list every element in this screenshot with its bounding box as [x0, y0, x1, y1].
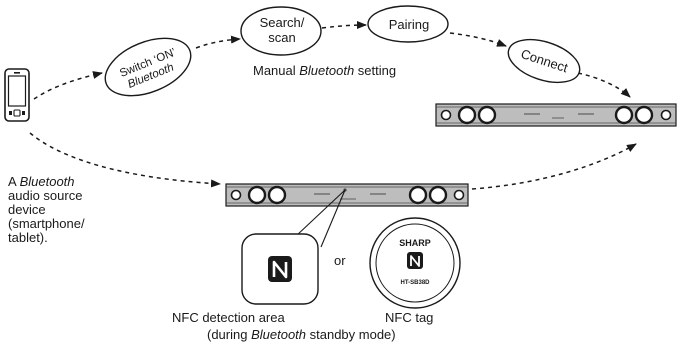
manual-setting-caption: Manual Bluetooth setting [253, 63, 397, 78]
device-desc-line5: tablet). [8, 230, 48, 245]
smartphone-icon [4, 68, 30, 122]
nfc-tag-label: NFC tag [385, 310, 434, 325]
step-search-line1: Search/ [260, 15, 305, 30]
step-search-scan: Search/ scan [240, 6, 322, 56]
soundbar-connected [435, 103, 677, 127]
nfc-tag: SHARP HT-SB38D [369, 217, 461, 309]
step-pairing: Pairing [367, 5, 449, 43]
nfc-detection-area [241, 233, 319, 305]
nfc-detection-area-label: NFC detection area [172, 310, 285, 325]
callout-line-left [295, 189, 346, 237]
arrow-switch-on-to-search [195, 35, 241, 49]
arrow-connect-to-soundbar [577, 72, 631, 98]
or-label: or [334, 253, 346, 268]
device-desc-line3: device [8, 202, 46, 217]
arrow-phone-to-switch-on [33, 71, 103, 100]
arrow-pairing-to-connect [449, 32, 507, 47]
step-search-line2: scan [268, 30, 295, 45]
device-desc-line4: (smartphone/ [8, 216, 85, 231]
callout-line-right [320, 189, 346, 248]
tag-model-number: HT-SB38D [400, 280, 430, 286]
nfc-tag-mark-icon [407, 252, 423, 269]
device-description: A Bluetooth audio source device (smartph… [8, 175, 85, 245]
soundbar-nfc [225, 183, 469, 207]
standby-mode-label: (during Bluetooth standby mode) [207, 327, 396, 342]
arrow-nfc-soundbar-to-connected [471, 143, 637, 190]
device-desc-line2: audio source [8, 188, 83, 203]
step-connect: Connect [507, 38, 581, 84]
tag-brand-logo: SHARP [399, 238, 431, 248]
device-desc-line1: A Bluetooth [8, 174, 75, 189]
arrow-search-to-pairing [321, 21, 367, 30]
step-pairing-label: Pairing [389, 17, 429, 32]
step-switch-on-bluetooth: Switch ‘ON’ Bluetooth [104, 37, 192, 97]
nfc-mark-icon [268, 256, 292, 282]
